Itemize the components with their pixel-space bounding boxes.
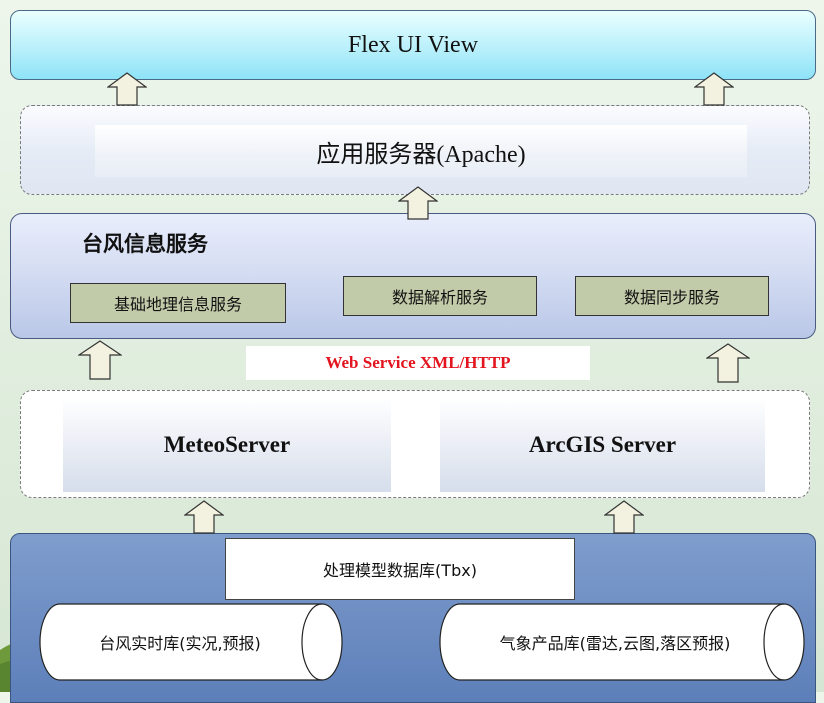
model-database-box: 处理模型数据库(Tbx) — [225, 538, 575, 600]
model-database-label: 处理模型数据库(Tbx) — [323, 561, 477, 580]
app-server-box: 应用服务器(Apache) — [95, 125, 747, 177]
flex-ui-view-box: Flex UI View — [10, 10, 816, 80]
arrow-db-to-arcgis — [604, 500, 644, 534]
arrow-apache-to-ui-right — [694, 72, 734, 106]
app-server-label: 应用服务器(Apache) — [316, 141, 526, 168]
arrow-arcgis-to-services — [706, 343, 750, 383]
service-box-geo: 基础地理信息服务 — [70, 283, 286, 323]
service-label-parse: 数据解析服务 — [391, 288, 488, 307]
arrow-db-to-meteo — [184, 500, 224, 534]
arrow-apache-to-ui-left — [107, 72, 147, 106]
arcgis-server-box: ArcGIS Server — [440, 398, 765, 492]
product-database-cylinder: 气象产品库(雷达,云图,落区预报) — [439, 602, 805, 682]
protocol-label-box: Web Service XML/HTTP — [246, 346, 590, 380]
realtime-database-label: 台风实时库(实况,预报) — [99, 634, 261, 653]
realtime-database-cylinder: 台风实时库(实况,预报) — [39, 602, 343, 682]
product-database-label: 气象产品库(雷达,云图,落区预报) — [499, 634, 731, 653]
meteoserver-label: MeteoServer — [163, 432, 291, 457]
arrow-services-to-apache — [398, 186, 438, 220]
service-box-parse: 数据解析服务 — [343, 276, 537, 316]
typhoon-services-title: 台风信息服务 — [82, 233, 208, 256]
protocol-label: Web Service XML/HTTP — [325, 353, 511, 372]
service-label-sync: 数据同步服务 — [623, 288, 720, 307]
service-label-geo: 基础地理信息服务 — [113, 295, 242, 314]
arrow-meteo-to-services — [78, 340, 122, 380]
flex-ui-view-label: Flex UI View — [347, 31, 479, 58]
meteoserver-box: MeteoServer — [63, 398, 391, 492]
arcgis-server-label: ArcGIS Server — [528, 432, 677, 457]
service-box-sync: 数据同步服务 — [575, 276, 769, 316]
